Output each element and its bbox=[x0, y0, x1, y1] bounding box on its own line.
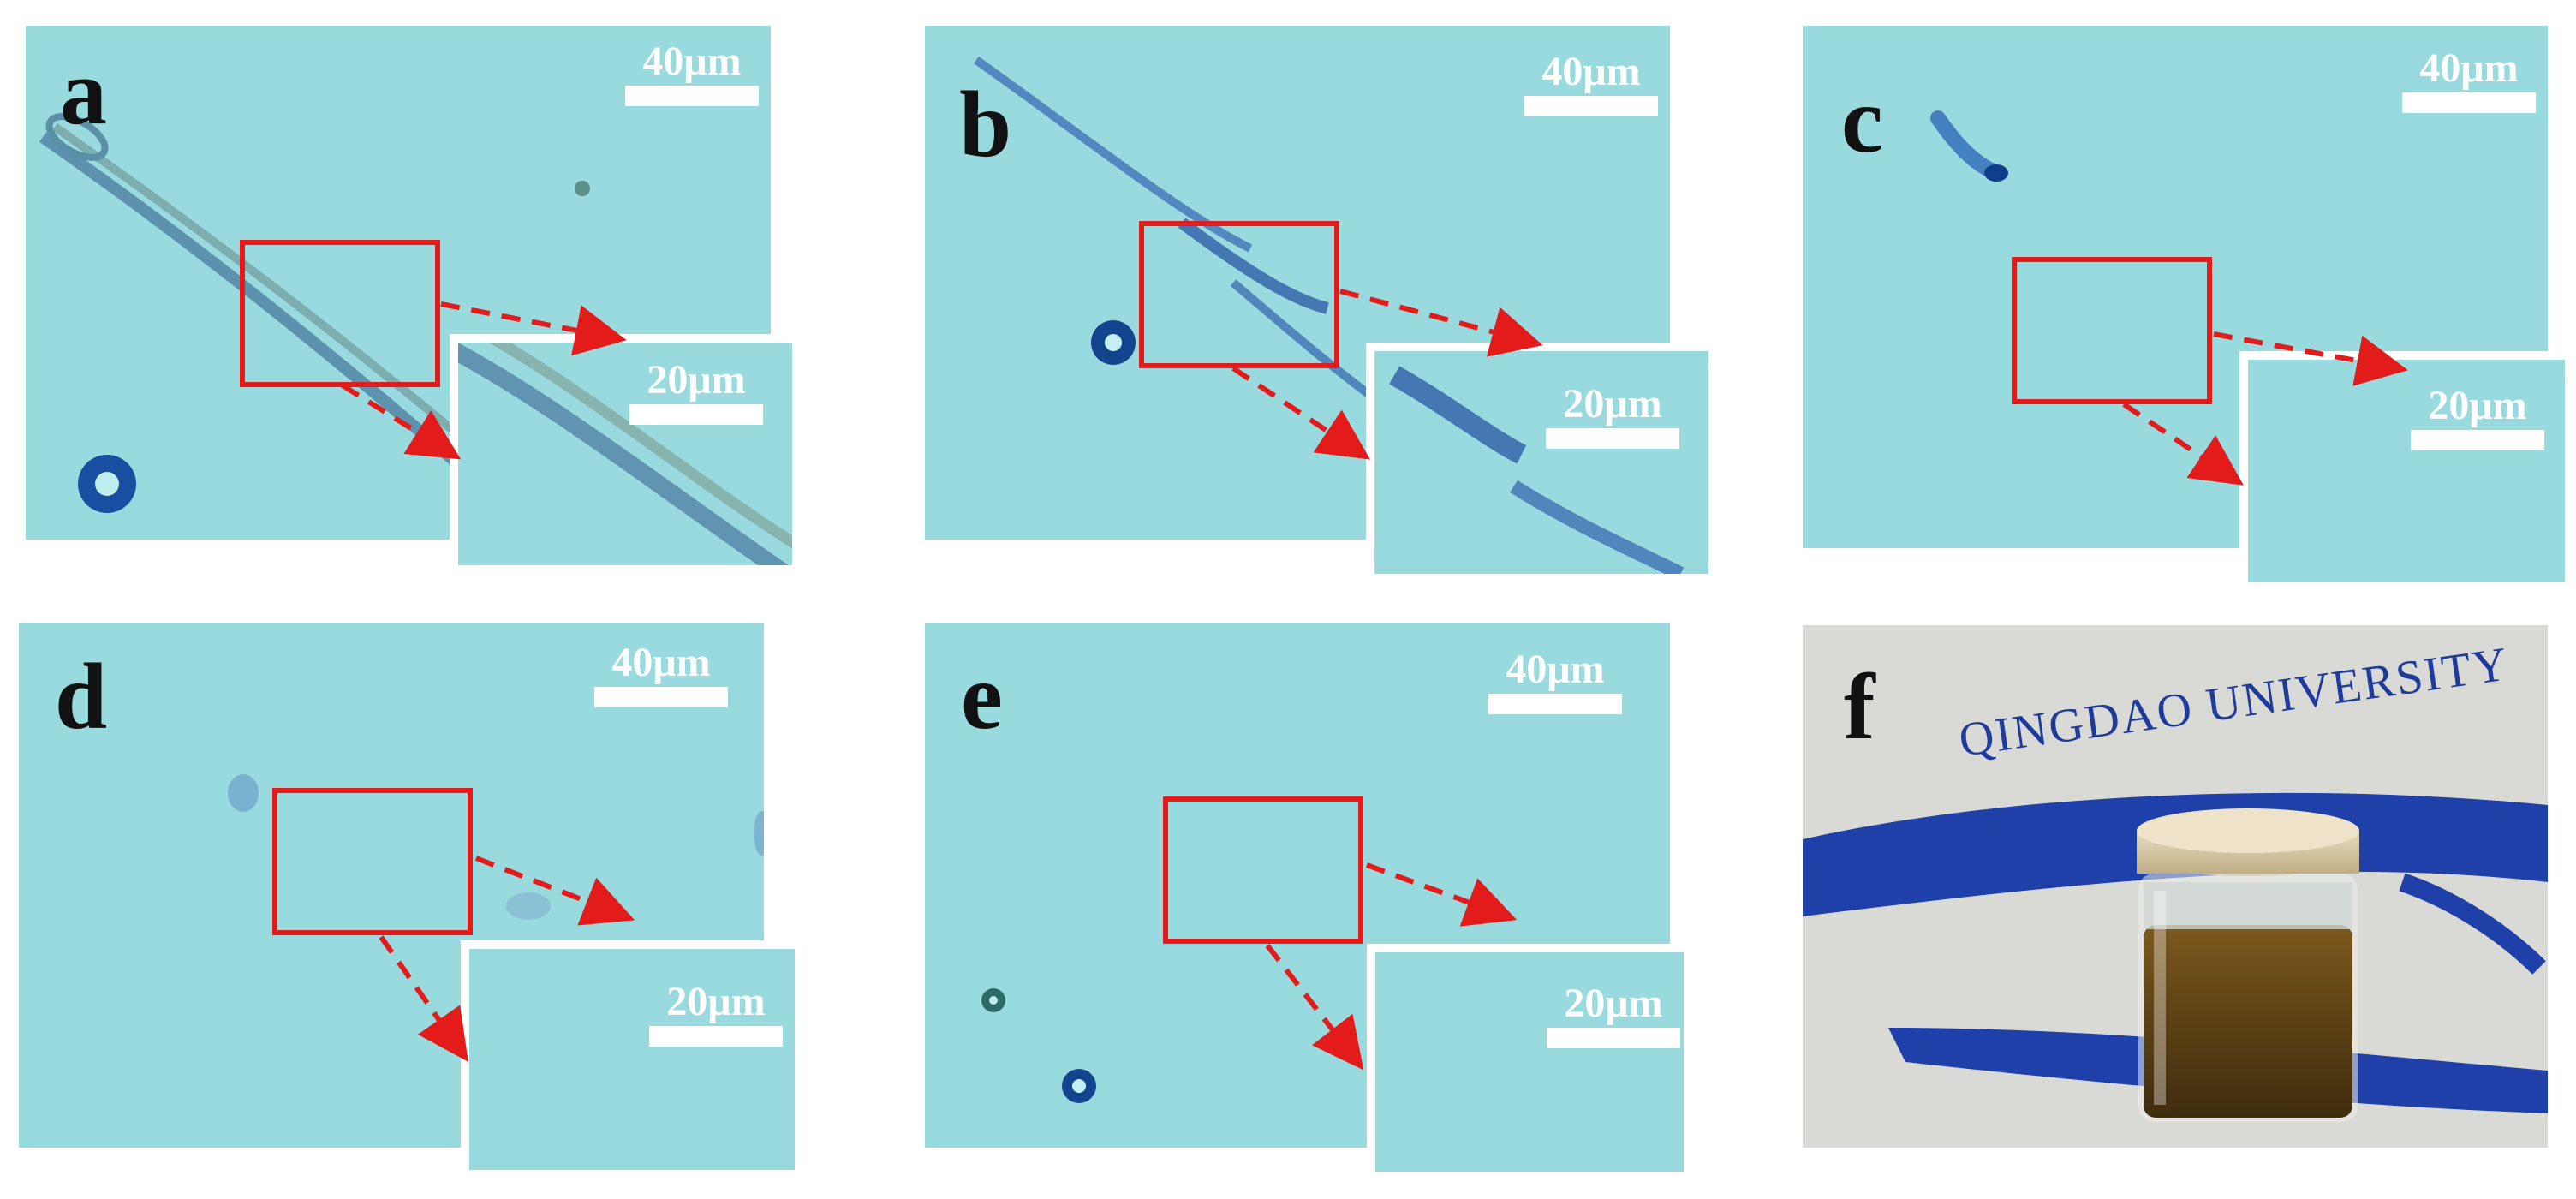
roi-box-a bbox=[240, 240, 440, 387]
scale-bar-inset-c: 20μm bbox=[2411, 385, 2544, 450]
panel-label-f: f bbox=[1844, 654, 1875, 759]
inset-a: 20μm bbox=[450, 334, 801, 574]
vial-photo bbox=[1803, 625, 2548, 1148]
scale-line-main-c bbox=[2402, 92, 2536, 113]
scale-text-inset-c: 20μm bbox=[2428, 383, 2527, 428]
scale-bar-main-c: 40μm bbox=[2402, 48, 2536, 113]
scale-text-main-d: 40μm bbox=[611, 640, 711, 685]
scale-text-main-a: 40μm bbox=[642, 39, 742, 84]
scale-line-inset-a bbox=[629, 404, 763, 425]
scale-line-inset-b bbox=[1546, 428, 1679, 449]
scale-text-main-e: 40μm bbox=[1506, 647, 1605, 692]
panel-label-e: e bbox=[961, 644, 1003, 749]
scale-line-inset-c bbox=[2411, 430, 2544, 450]
scale-text-inset-b: 20μm bbox=[1563, 381, 1662, 427]
scale-text-inset-d: 20μm bbox=[666, 979, 766, 1024]
fiber-micrograph-e bbox=[981, 988, 1096, 1103]
scale-bar-main-a: 40μm bbox=[625, 41, 759, 106]
inset-fiber-b bbox=[1389, 366, 1685, 574]
scale-line-main-a bbox=[625, 86, 759, 106]
scale-bar-inset-a: 20μm bbox=[629, 360, 763, 425]
roi-box-c bbox=[2012, 257, 2212, 404]
inset-d: 20μm bbox=[461, 940, 803, 1178]
scale-text-main-b: 40μm bbox=[1541, 49, 1641, 94]
inset-fiber-a bbox=[458, 343, 792, 565]
roi-box-e bbox=[1163, 796, 1363, 944]
scale-bar-inset-b: 20μm bbox=[1546, 384, 1679, 449]
panel-f-photo: f QINGDAO UNIVERSITY bbox=[1803, 625, 2548, 1148]
scale-bar-inset-d: 20μm bbox=[649, 981, 783, 1047]
scale-line-main-e bbox=[1488, 694, 1622, 714]
panel-label-d: d bbox=[55, 644, 108, 749]
scale-bar-main-d: 40μm bbox=[594, 642, 728, 707]
inset-e: 20μm bbox=[1367, 944, 1692, 1180]
scale-bar-inset-e: 20μm bbox=[1547, 983, 1680, 1048]
scale-line-inset-d bbox=[649, 1026, 783, 1047]
roi-box-d bbox=[272, 788, 473, 935]
inset-c: 20μm bbox=[2239, 351, 2573, 591]
panel-label-a: a bbox=[60, 39, 107, 144]
scale-line-main-b bbox=[1524, 96, 1658, 116]
roi-box-b bbox=[1139, 221, 1339, 368]
scale-text-inset-e: 20μm bbox=[1564, 981, 1663, 1026]
scale-text-inset-a: 20μm bbox=[647, 357, 746, 403]
panel-label-c: c bbox=[1841, 68, 1883, 172]
inset-b: 20μm bbox=[1366, 343, 1717, 582]
fiber-micrograph-c bbox=[1930, 110, 2008, 182]
scale-bar-main-e: 40μm bbox=[1488, 649, 1622, 714]
scale-line-inset-e bbox=[1547, 1028, 1680, 1048]
scale-text-main-c: 40μm bbox=[2419, 45, 2519, 91]
scale-line-main-d bbox=[594, 687, 728, 707]
panel-label-b: b bbox=[959, 72, 1012, 176]
scale-bar-main-b: 40μm bbox=[1524, 51, 1658, 116]
